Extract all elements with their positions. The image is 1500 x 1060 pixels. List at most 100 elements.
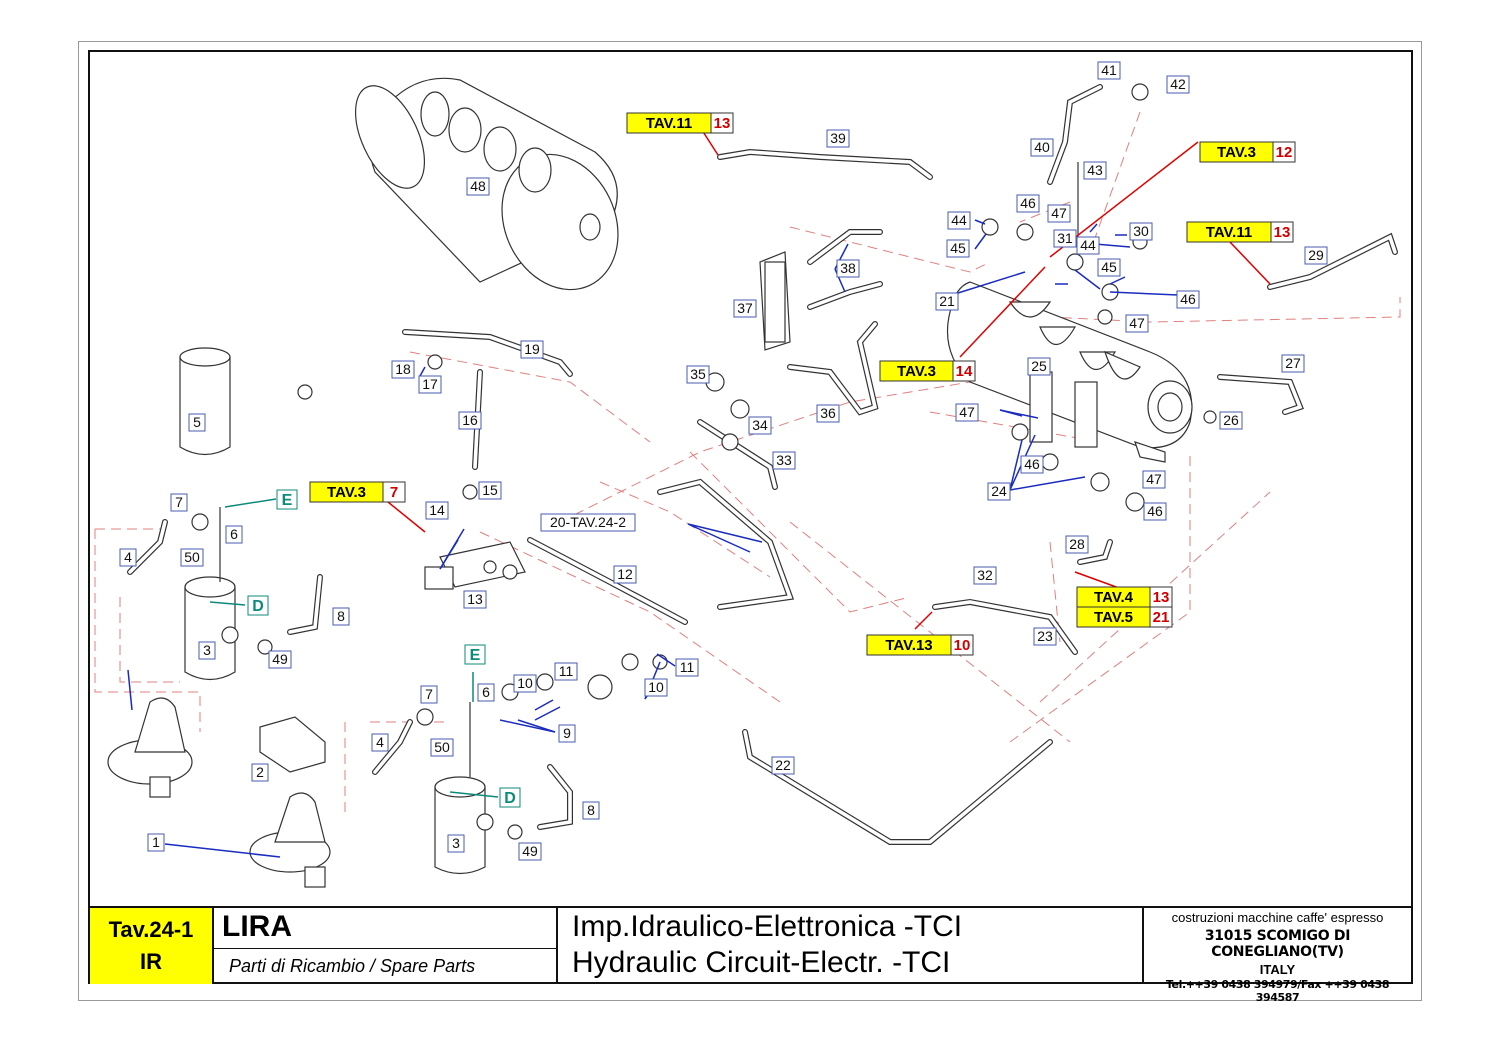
part-label-text: 44	[951, 212, 967, 228]
reference-tag-number-box	[1272, 141, 1296, 163]
part-label: 26	[1219, 411, 1243, 430]
part-label-text: 7	[175, 494, 183, 510]
reference-tag-text: TAV.4	[1094, 589, 1134, 606]
part-label: 4	[119, 548, 137, 567]
part-label-box	[1097, 258, 1121, 277]
part-label-box	[225, 525, 243, 544]
part-label: 16	[458, 411, 482, 430]
part-label-text: 47	[1129, 315, 1145, 331]
part-label-box	[391, 360, 415, 379]
part-label-box	[466, 177, 490, 196]
part-label: 44	[947, 211, 971, 230]
connector-marker: D	[247, 595, 269, 616]
part-label: 32	[973, 566, 997, 585]
subtitle: Parti di Ricambio / Spare Parts	[214, 948, 556, 983]
reference-tag-text: TAV.3	[897, 363, 936, 380]
part-label-box	[371, 733, 389, 752]
reference-tag-number: 13	[714, 115, 731, 132]
part-label-box	[644, 678, 668, 697]
part-label-box	[955, 403, 979, 422]
part-label-text: 36	[820, 405, 836, 421]
description-english: Hydraulic Circuit-Electr. -TCI	[572, 946, 951, 979]
part-label-box	[1281, 354, 1305, 373]
connector-marker-letter: E	[470, 647, 481, 664]
part-label-box	[1129, 222, 1153, 241]
part-label-text: 50	[184, 549, 200, 565]
part-label-box	[1142, 470, 1166, 489]
part-label-text: 31	[1057, 230, 1073, 246]
part-label-text: 33	[776, 452, 792, 468]
connector-marker-box	[464, 644, 486, 665]
part-label-text: 44	[1080, 237, 1096, 253]
part-label-text: 37	[737, 300, 753, 316]
part-2-bracket	[259, 716, 326, 773]
part-label-text: 15	[482, 482, 498, 498]
part-1-motor-lower	[249, 792, 331, 888]
part-label-text: 19	[524, 341, 540, 357]
reference-tag-text: TAV.11	[646, 115, 692, 132]
part-label: 12	[613, 565, 637, 584]
part-label-box	[1176, 290, 1200, 309]
part-label-text: 49	[272, 651, 288, 667]
part-label-text: 3	[452, 835, 460, 851]
company-cell: costruzioni macchine caffe' espresso 310…	[1144, 908, 1411, 1004]
part-label-text: 50	[434, 739, 450, 755]
part-label: 8	[332, 607, 350, 626]
part-label-box	[477, 683, 495, 702]
part-label-text: 11	[559, 663, 574, 679]
part-label-text: 21	[939, 293, 955, 309]
connector-marker-letter: E	[282, 492, 293, 509]
part-label: 25	[1027, 357, 1051, 376]
part-label: 46	[1176, 290, 1200, 309]
part-label-box	[1030, 138, 1054, 157]
part-3-pump-lower	[434, 776, 486, 875]
reference-tag: TAV.11 13	[626, 112, 734, 134]
part-5-sleeve	[179, 347, 231, 456]
part-label: 4	[371, 733, 389, 752]
part-label: 31	[1053, 229, 1077, 248]
reference-tag-number: 13	[1274, 224, 1291, 241]
part-label: 41	[1097, 61, 1121, 80]
part-label-text: 39	[830, 130, 846, 146]
part-label-text: 28	[1069, 536, 1085, 552]
part-label: 7	[170, 493, 188, 512]
part-label-box	[251, 763, 269, 782]
part-label: 47	[1047, 204, 1071, 223]
part-label-text: 5	[193, 414, 201, 430]
drawing-code: Tav.24-1 IR	[90, 908, 214, 984]
part-label: 6	[225, 525, 243, 544]
part-label-text: 47	[1146, 471, 1162, 487]
part-label: 11	[554, 662, 578, 681]
part-label: 10	[644, 678, 668, 697]
part-label: 15	[478, 481, 502, 500]
reference-tag-text: TAV.13	[885, 637, 932, 654]
part-label: 22	[771, 756, 795, 775]
part-label: 28	[1065, 535, 1089, 554]
part-label: 44	[1076, 236, 1100, 255]
reference-tag-text: TAV.11	[1206, 224, 1252, 241]
part-label-box	[1033, 627, 1057, 646]
part-label-text: 2	[256, 764, 264, 780]
part-label-box	[332, 607, 350, 626]
reference-tag-number: 12	[1276, 144, 1293, 161]
dashed-routing	[94, 111, 1401, 812]
part-label-text: 6	[230, 526, 238, 542]
part-label: 45	[1097, 258, 1121, 277]
part-13-manifold	[424, 541, 526, 590]
exploded-parts-diagram: 1233445667788910101111121314151617181920…	[94, 61, 1401, 888]
part-label-box	[686, 365, 710, 384]
part-label: 11	[675, 658, 699, 677]
part-label-text: 32	[977, 567, 993, 583]
part-label-box	[1219, 411, 1243, 430]
part-label-box	[1047, 204, 1071, 223]
part-label-box	[540, 513, 636, 532]
part-label-text: 22	[775, 757, 791, 773]
part-label: 8	[582, 801, 600, 820]
part-label-text: 48	[470, 178, 486, 194]
part-label: 20-TAV.24-2	[540, 513, 636, 532]
part-label-box	[1304, 246, 1328, 265]
part-label-box	[425, 501, 449, 520]
reference-tag-number-box	[382, 481, 406, 503]
